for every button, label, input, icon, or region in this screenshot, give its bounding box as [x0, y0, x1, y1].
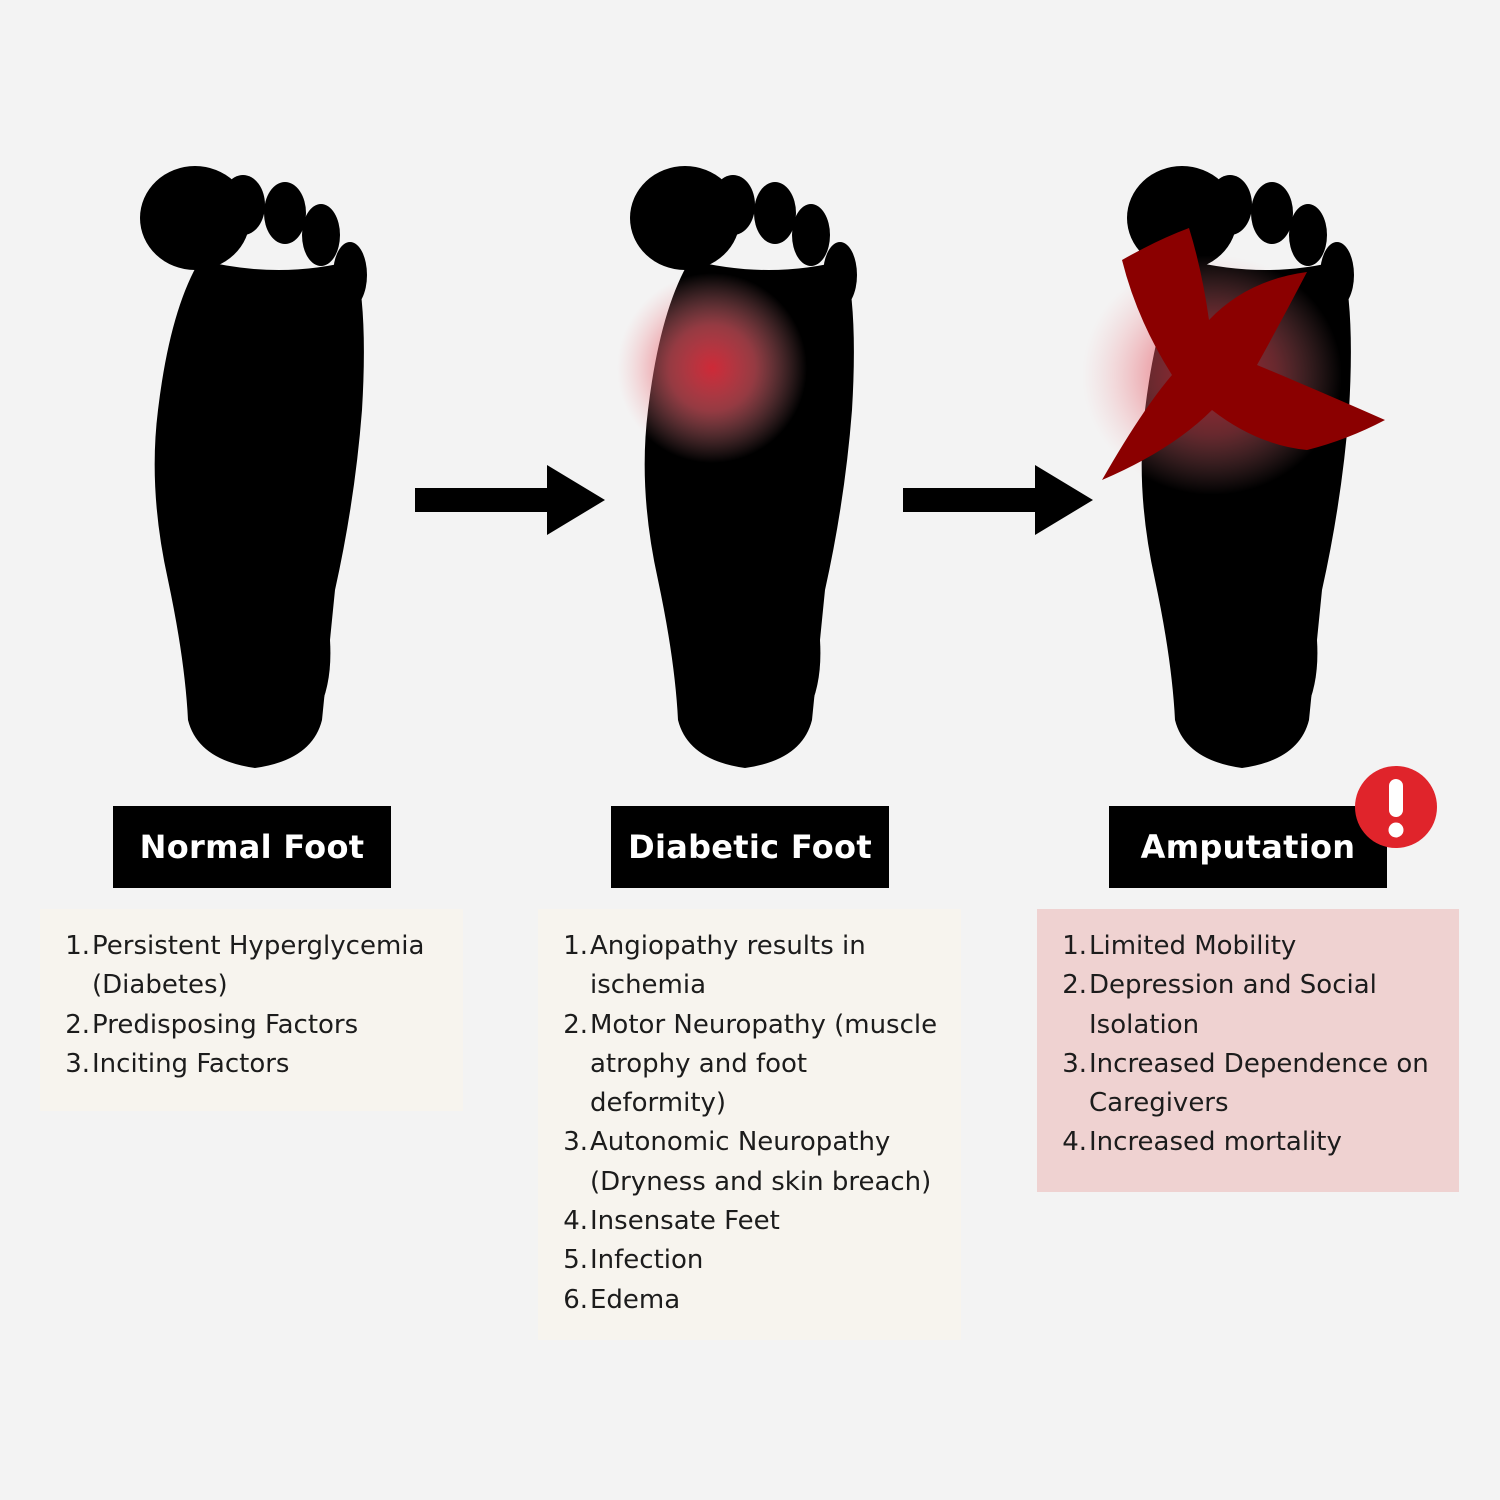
- list-item: 1.Persistent Hyperglycemia (Diabetes): [65, 931, 425, 1001]
- list-item: 2.Depression and Social Isolation: [1062, 970, 1377, 1040]
- stage-title-amputation: Amputation: [1109, 806, 1387, 888]
- list-item: 3.Autonomic Neuropathy (Dryness and skin…: [563, 1127, 932, 1197]
- normal-foot-illustration: .f-normal .sole, .f-normal .toe { fill:#…: [130, 160, 390, 780]
- amputation-foot-illustration: .f-amp .sole, .f-amp .toe { fill:#b0a3cc…: [1082, 160, 1385, 780]
- stage-title-normal-foot: Normal Foot: [113, 806, 391, 888]
- list-item: 6.Edema: [563, 1284, 681, 1315]
- inflammation-spot: [617, 273, 807, 463]
- exclamation-alert-icon: [1355, 766, 1437, 848]
- list-item: 5.Infection: [563, 1245, 704, 1276]
- arrow-right-icon: [903, 465, 1093, 535]
- stage-title-diabetic-foot: Diabetic Foot: [611, 806, 889, 888]
- arrow-right-icon: [415, 465, 605, 535]
- diabetic-foot-factors-list: 1.Angiopathy results in ischemia 2.Motor…: [538, 909, 961, 1340]
- list-item: 4.Increased mortality: [1062, 1127, 1342, 1158]
- diabetic-foot-illustration: .f-dia .sole, .f-dia .toe { fill:#b0a3cc…: [617, 160, 880, 780]
- list-item: 1.Angiopathy results in ischemia: [563, 931, 866, 1001]
- list-item: 3.Increased Dependence on Caregivers: [1062, 1048, 1429, 1119]
- normal-foot-factors-list: 1.Persistent Hyperglycemia (Diabetes) 2.…: [40, 909, 463, 1111]
- list-item: 3.Inciting Factors: [65, 1048, 290, 1079]
- amputation-consequences-list: 1.Limited Mobility 2.Depression and Soci…: [1037, 909, 1459, 1192]
- list-item: 1.Limited Mobility: [1062, 931, 1297, 961]
- list-item: 4.Insensate Feet: [563, 1206, 780, 1237]
- list-item: 2.Predisposing Factors: [65, 1009, 359, 1040]
- list-item: 2.Motor Neuropathy (muscle atrophy and f…: [563, 1009, 938, 1119]
- cross-mark-icon: [1102, 228, 1385, 480]
